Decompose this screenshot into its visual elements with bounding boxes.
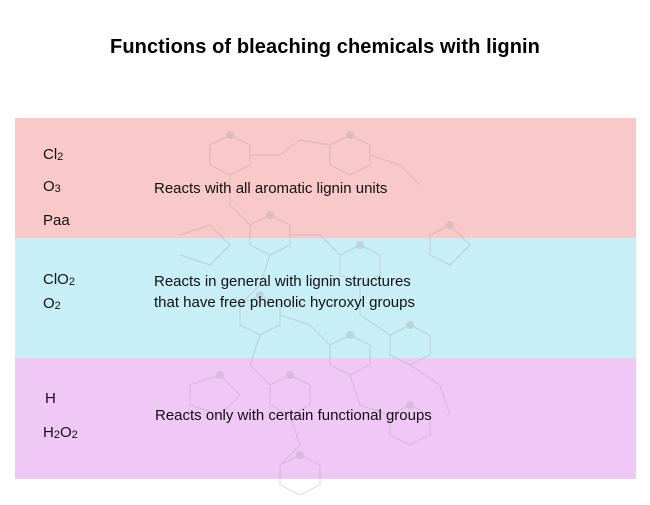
band-peroxide-group [15,358,636,479]
chemical-hydrogen-peroxide: H2O2 [43,424,78,441]
chemical-chlorine-dioxide: ClO2 [43,271,75,288]
description-line: Reacts in general with lignin structures [154,273,411,290]
description-line: that have free phenolic hycroxyl groups [154,294,415,311]
description-aromatic-units: Reacts with all aromatic lignin units [154,180,388,197]
description-phenolic-structures: Reacts in general with lignin structures… [154,271,415,313]
chemical-hydrogen: H [45,390,56,407]
chemical-chlorine: Cl2 [43,146,64,163]
chemical-ozone: O3 [43,178,61,195]
band-chlorine-dioxide-oxygen-group [15,238,636,359]
band-chlorine-ozone-group [15,118,636,238]
chemical-oxygen: O2 [43,295,61,312]
description-functional-groups: Reacts only with certain functional grou… [155,407,432,424]
page-title: Functions of bleaching chemicals with li… [110,36,540,58]
chemical-peracetic-acid: Paa [43,212,70,229]
